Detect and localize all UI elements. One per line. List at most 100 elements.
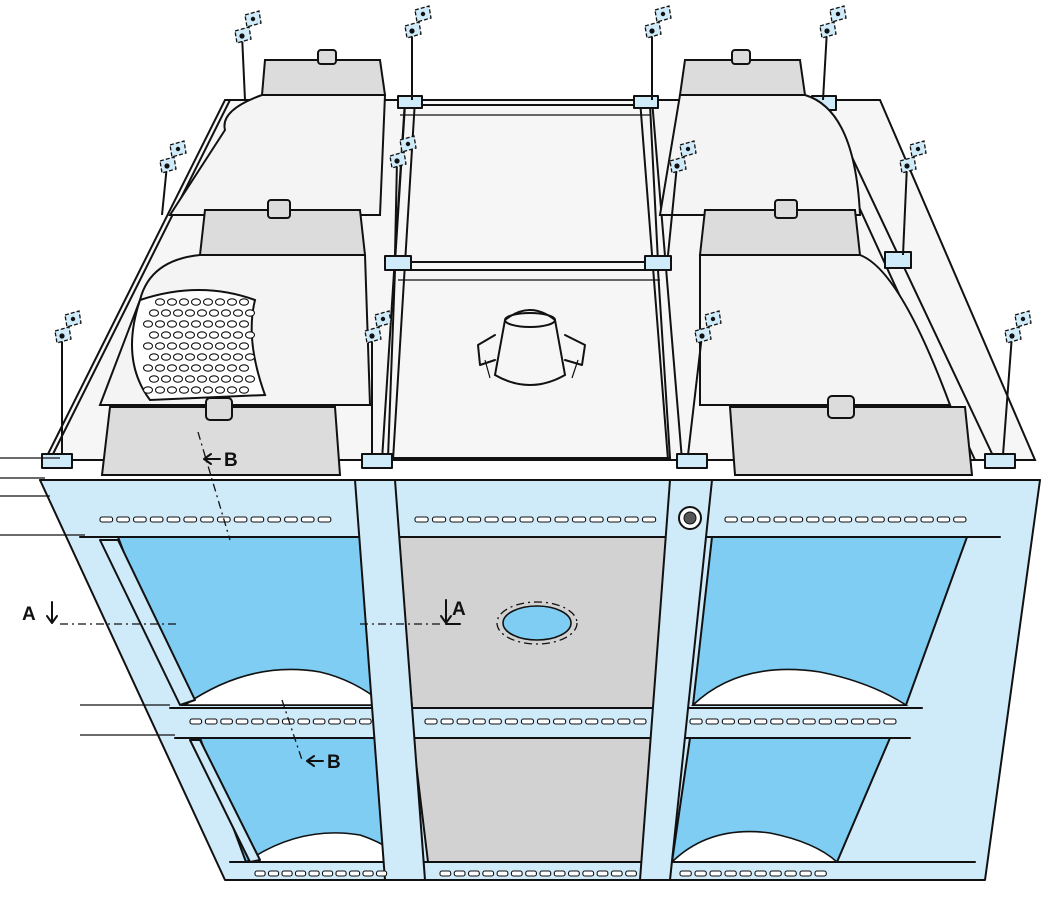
air-slot	[312, 718, 326, 725]
perforation-hole	[166, 386, 178, 394]
air-slot	[267, 516, 281, 523]
perforation-hole	[232, 375, 244, 383]
air-slot	[166, 516, 181, 523]
air-slot	[519, 516, 534, 523]
hanger-bracket	[899, 140, 927, 256]
filter-hood-left-front	[98, 199, 372, 406]
air-slot	[871, 516, 885, 523]
air-slot	[424, 718, 438, 725]
perforation-hole	[208, 353, 220, 361]
hanger-bracket	[644, 5, 672, 100]
section-label-b-lower: B	[327, 752, 341, 773]
perforation-hole	[142, 364, 154, 372]
hanger-bracket	[364, 310, 392, 455]
air-slot	[802, 718, 816, 725]
perforation-hole	[208, 331, 220, 339]
perforation-hole	[196, 375, 208, 383]
perforation-hole	[196, 309, 208, 317]
air-slot	[482, 870, 495, 877]
perforation-hole	[196, 353, 208, 361]
air-slot	[739, 870, 752, 877]
hanger-bracket	[404, 5, 432, 100]
perforation-hole	[184, 331, 196, 339]
perforation-hole	[202, 298, 214, 306]
air-slot	[431, 516, 447, 523]
air-slot	[321, 870, 334, 877]
air-slot	[596, 870, 609, 877]
air-slot	[571, 516, 587, 523]
equipment-box-left	[100, 397, 342, 476]
hanger-bracket	[389, 135, 417, 256]
air-slot	[724, 516, 738, 523]
perforation-hole	[208, 375, 220, 383]
air-slot	[308, 870, 320, 877]
perforation-hole	[190, 386, 202, 394]
air-slot	[539, 870, 552, 877]
hanger-bracket	[1002, 310, 1032, 456]
arrow-down-icon	[46, 601, 58, 624]
air-slot	[501, 516, 517, 523]
air-slot	[601, 718, 615, 725]
section-label-a-left: A	[22, 604, 36, 625]
air-slot	[359, 718, 372, 725]
air-slot	[449, 516, 464, 523]
perforation-hole	[154, 386, 166, 394]
air-slot	[300, 516, 315, 523]
perforation-hole	[166, 364, 178, 372]
air-slot	[525, 870, 537, 877]
perforation-hole	[232, 309, 244, 317]
perforation-hole	[142, 342, 154, 350]
air-slot	[553, 718, 567, 725]
air-slot	[920, 516, 934, 523]
hanger-bracket	[667, 140, 697, 256]
perforation-hole	[226, 320, 238, 328]
air-slot	[789, 516, 804, 523]
air-slot	[585, 718, 599, 725]
air-slot	[267, 870, 280, 877]
section-label-a-right: A	[452, 599, 466, 620]
perforation-hole	[148, 353, 160, 361]
air-slot	[806, 516, 820, 523]
air-slot	[582, 870, 595, 877]
center-panel-lower	[411, 737, 657, 863]
air-slot	[254, 870, 266, 877]
air-slot	[189, 718, 203, 725]
air-slot	[838, 516, 853, 523]
air-slot	[281, 870, 293, 877]
perforation-hole	[214, 298, 226, 306]
air-slot	[204, 718, 218, 725]
air-slot	[504, 718, 518, 725]
air-slot	[769, 870, 782, 877]
air-slot	[328, 718, 341, 725]
arrow-left-icon	[203, 453, 221, 465]
air-slot	[867, 718, 881, 725]
air-slot	[904, 516, 918, 523]
perforation-holes	[142, 298, 256, 394]
hanger-bracket	[234, 10, 262, 101]
air-slot	[362, 870, 374, 877]
perforation-hole	[214, 364, 226, 372]
air-slots	[99, 516, 967, 877]
air-slot	[99, 516, 114, 523]
air-slot	[439, 870, 452, 877]
perforation-hole	[148, 309, 160, 317]
air-slot	[568, 870, 580, 877]
air-slot	[633, 718, 647, 725]
perforation-hole	[232, 353, 244, 361]
perforation-hole	[184, 375, 196, 383]
perforation-hole	[202, 320, 214, 328]
perforation-hole	[172, 309, 184, 317]
air-slot	[414, 516, 429, 523]
air-slot	[200, 516, 214, 523]
perforation-hole	[178, 320, 190, 328]
air-slot	[250, 516, 265, 523]
arrow-left-icon	[306, 755, 324, 767]
air-slot	[834, 718, 849, 725]
air-slot	[625, 870, 637, 877]
round-diffuser	[496, 601, 578, 645]
perforation-hole	[172, 353, 184, 361]
air-slot	[553, 870, 566, 877]
air-slot	[818, 718, 832, 725]
air-slot	[786, 718, 800, 725]
